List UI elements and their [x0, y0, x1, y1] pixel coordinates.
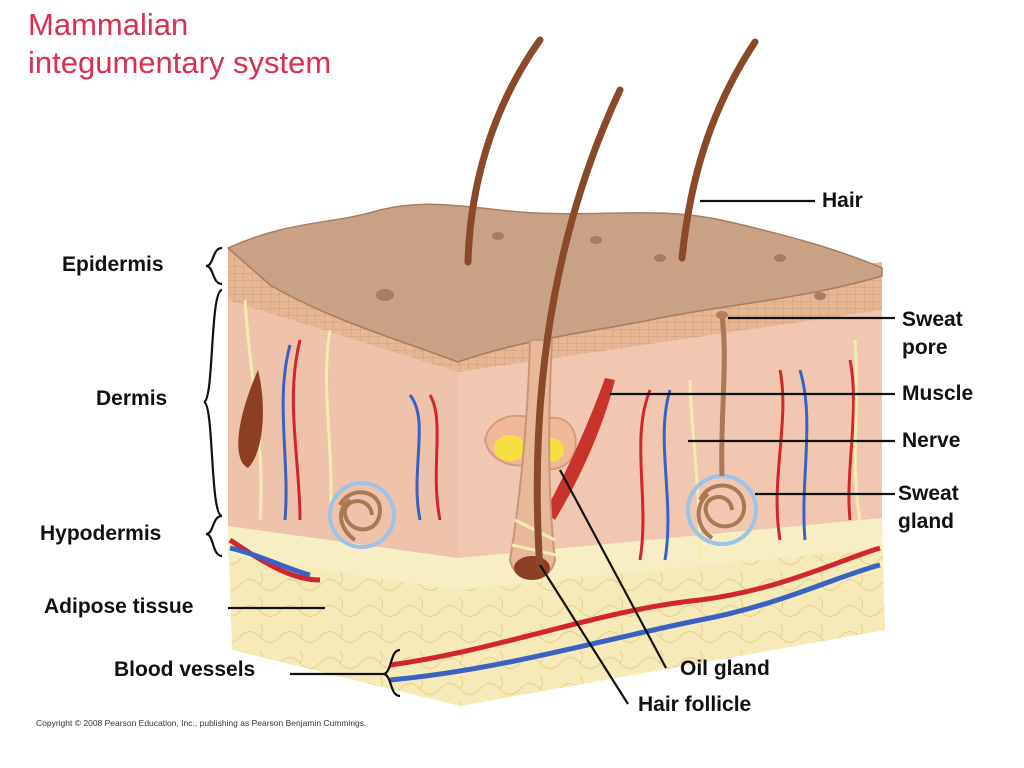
title-line-2: integumentary system	[28, 45, 332, 80]
copyright-notice: Copyright © 2008 Pearson Education, Inc.…	[36, 718, 367, 728]
label-sweat-gland-line-2: gland	[898, 510, 954, 533]
title-line-1: Mammalian	[28, 7, 189, 42]
label-epidermis: Epidermis	[62, 253, 164, 276]
label-sweat-gland-line-1: Sweat	[898, 482, 959, 505]
label-hypodermis: Hypodermis	[40, 522, 162, 545]
surface-pores	[376, 232, 826, 301]
oil-gland-leader	[559, 469, 667, 669]
label-nerve: Nerve	[902, 429, 961, 452]
label-sweat-pore-line-2: pore	[902, 336, 948, 359]
label-sweat-pore-line-1: Sweat	[902, 308, 963, 331]
label-sweat-pore: Sweat pore	[902, 306, 963, 362]
dermis-bracket	[202, 288, 224, 518]
hypodermis-bracket	[205, 514, 223, 558]
label-oil-gland: Oil gland	[680, 657, 770, 680]
sweat-duct	[719, 314, 727, 477]
label-hair-follicle: Hair follicle	[638, 693, 752, 716]
left-dark-structure	[238, 370, 263, 468]
hair-shaft-left	[464, 36, 544, 266]
hair-shaft-center	[533, 86, 624, 574]
label-blood-vessels: Blood vessels	[114, 658, 256, 681]
right-sweat-gland	[686, 474, 758, 546]
dermal-blood-vessels	[281, 339, 855, 561]
hair-follicle-leader	[539, 564, 629, 705]
deep-blood-vessels	[228, 537, 881, 683]
label-hair: Hair	[822, 189, 863, 212]
diagram-title: Mammalian integumentary system	[28, 6, 331, 82]
label-muscle: Muscle	[902, 382, 974, 405]
sweat-pore-opening	[716, 311, 728, 319]
label-adipose-tissue: Adipose tissue	[44, 595, 194, 618]
arrector-pili-muscle	[545, 378, 615, 520]
label-dermis: Dermis	[96, 387, 168, 410]
label-sweat-gland: Sweat gland	[898, 480, 959, 536]
leader-lines	[228, 199, 895, 705]
hair-shaft-right	[678, 38, 759, 262]
hairs	[464, 36, 759, 574]
left-sweat-gland	[328, 481, 396, 549]
epidermis-bracket	[205, 246, 223, 286]
